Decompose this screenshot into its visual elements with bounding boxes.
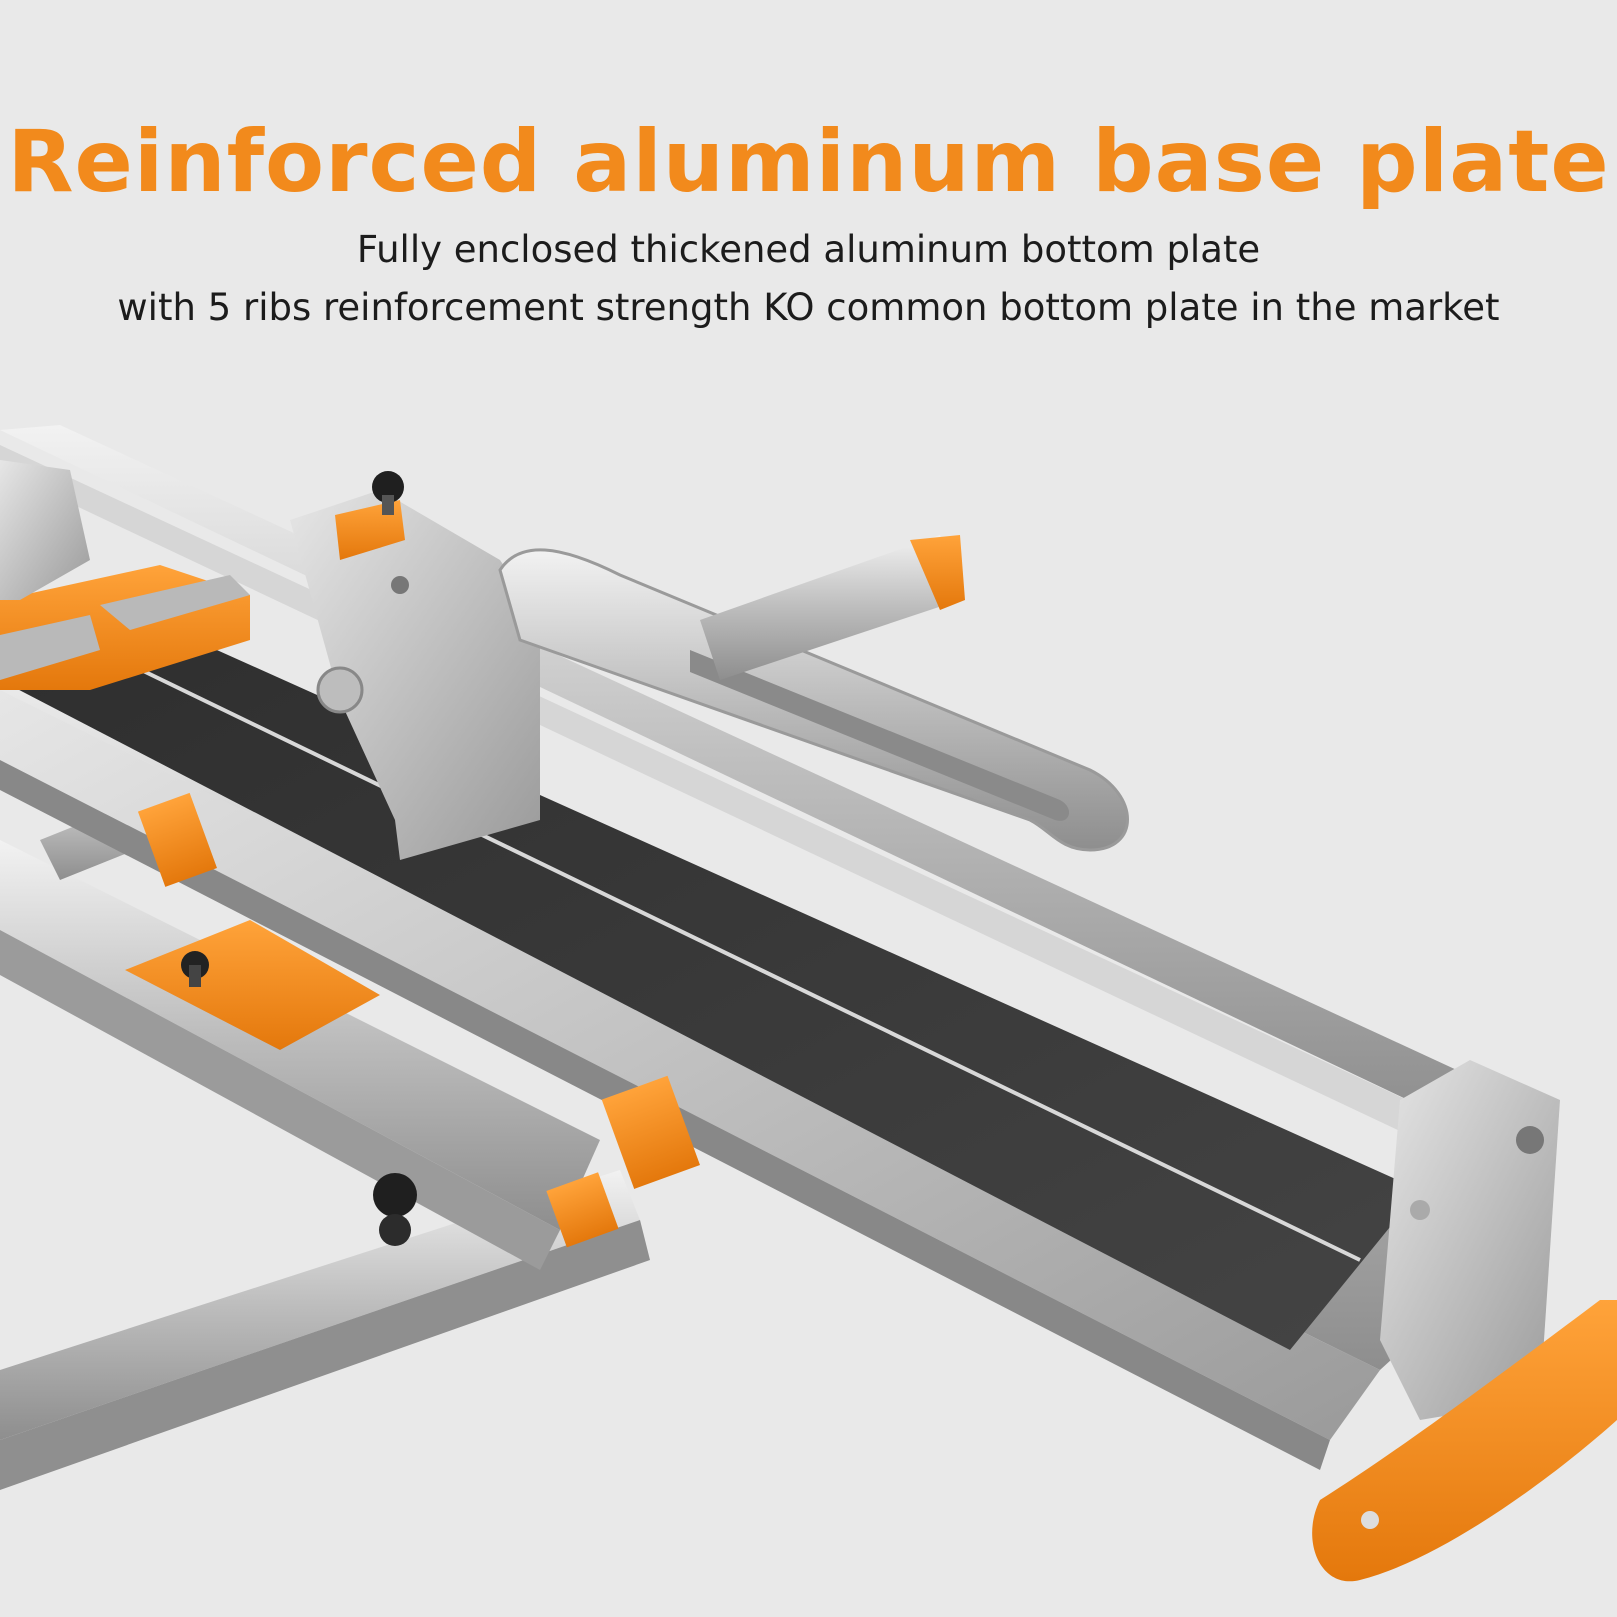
cutter-head (290, 471, 540, 860)
screw-icon (1361, 1511, 1379, 1529)
end-support-right (1380, 1060, 1560, 1420)
banner-subtitle-line-2: with 5 ribs reinforcement strength KO co… (117, 286, 1500, 329)
orange-clamp (546, 1172, 619, 1248)
end-support-left (0, 460, 90, 600)
cutter-handle (498, 548, 1129, 852)
orange-clamp (601, 1075, 700, 1189)
black-base-plate (0, 620, 1420, 1350)
orange-clamp (137, 792, 217, 887)
knob-icon (372, 471, 404, 503)
banner-subtitle-line-1: Fully enclosed thickened aluminum bottom… (356, 228, 1261, 271)
lock-knob (373, 1173, 417, 1246)
rear-handle-bar (700, 535, 965, 680)
banner-title: Reinforced aluminum base plate (7, 112, 1610, 212)
orange-end-block-left (0, 565, 250, 690)
angle-bracket (125, 920, 380, 1050)
scoring-line (99, 648, 1361, 1262)
orange-end-cap (1312, 1300, 1617, 1582)
